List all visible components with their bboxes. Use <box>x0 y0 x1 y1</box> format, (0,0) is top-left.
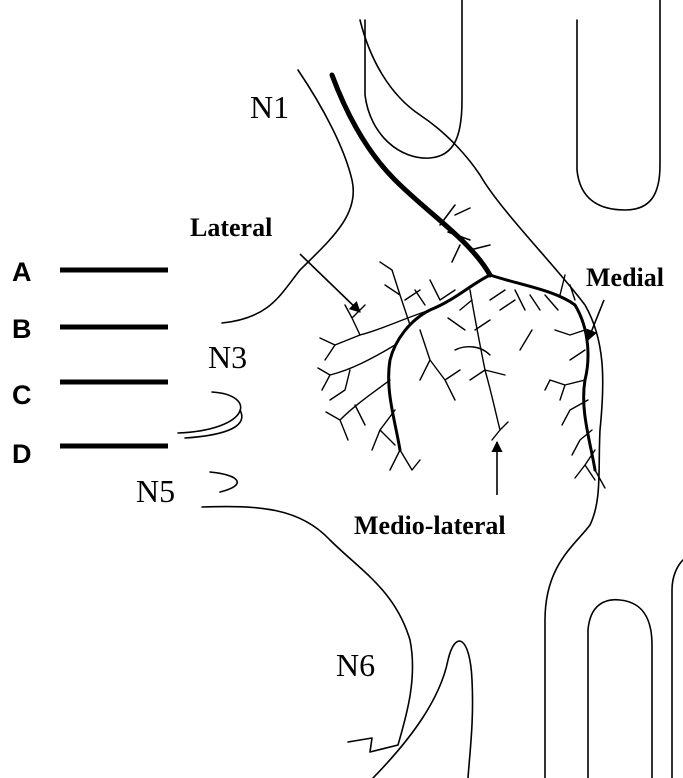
outline-n3-lobe-inner <box>185 410 242 438</box>
medio-lateral-branch <box>515 290 558 350</box>
neuron-medio-lateral-arbor <box>455 290 558 440</box>
section-label-a: A <box>12 257 32 287</box>
outline-bottom-right-loop <box>588 600 652 778</box>
nerve-label-n5: N5 <box>136 473 175 509</box>
neuron-axon-collateral <box>440 205 490 262</box>
region-label-lateral: Lateral <box>190 213 272 242</box>
neuron <box>318 75 605 488</box>
section-label-c: C <box>12 380 32 410</box>
outline-n5-lobe <box>210 472 237 492</box>
outline-top-right-loop <box>577 0 660 210</box>
nerve-label-n3: N3 <box>208 339 247 375</box>
outline-left-lower <box>202 507 413 752</box>
lateral-arrow <box>300 254 360 312</box>
outline-far-right <box>672 560 683 778</box>
region-label-medio-lateral: Medio-lateral <box>354 511 506 540</box>
outline-n3-lobe <box>178 392 241 433</box>
section-label-b: B <box>12 314 32 344</box>
medial-arrow <box>588 300 604 340</box>
outline-medial <box>360 20 603 778</box>
medial-branch <box>545 380 588 425</box>
lateral-branch <box>320 305 430 360</box>
medio-lateral-branch <box>455 290 515 355</box>
outline-top-loop <box>365 0 462 158</box>
outline-n6-finger <box>373 641 473 778</box>
section-label-d: D <box>12 439 32 469</box>
neuron-axon <box>332 75 490 275</box>
section-markers: A B C D <box>12 257 168 469</box>
nerve-label-n6: N6 <box>336 647 375 683</box>
lateral-branch <box>372 410 420 470</box>
region-label-medial: Medial <box>586 263 664 292</box>
neuron-main-trunk <box>389 275 490 450</box>
medio-lateral-branch <box>470 290 508 440</box>
nerve-label-n1: N1 <box>250 89 289 125</box>
lateral-branch <box>420 330 460 400</box>
